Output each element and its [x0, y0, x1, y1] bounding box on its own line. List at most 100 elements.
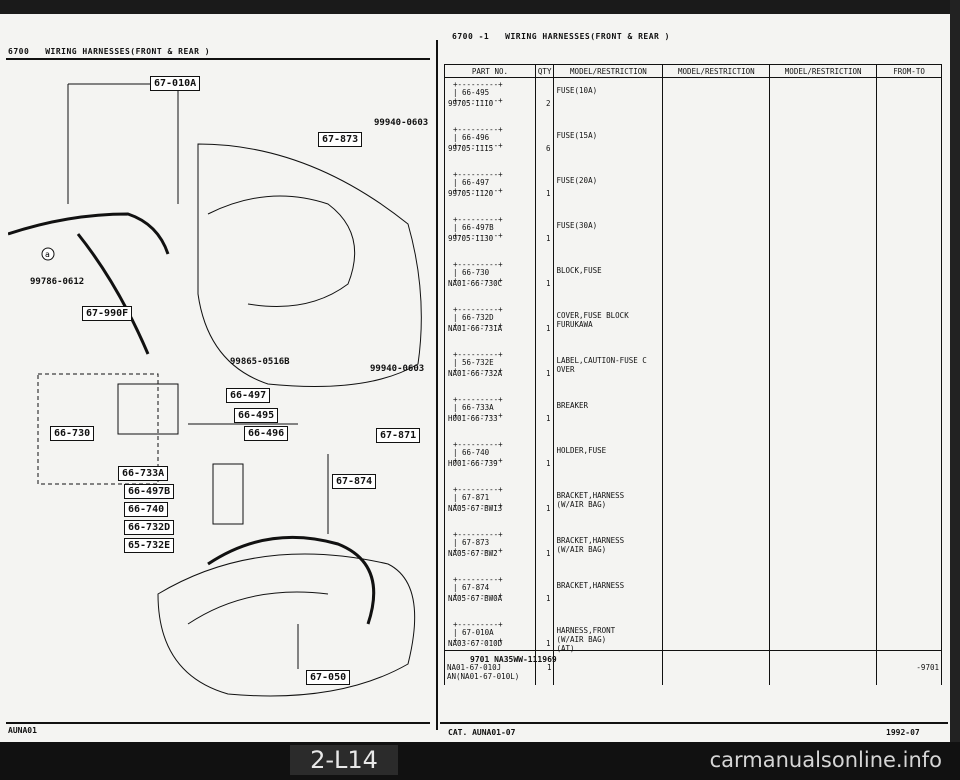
- right-header-title: WIRING HARNESSES(FRONT & REAR ): [505, 32, 670, 41]
- row-part-no: NA05-67-BW0A: [448, 594, 503, 603]
- last-part-alt: AN(NA01-67-010L): [447, 672, 520, 681]
- row-ref: 66-740: [462, 448, 490, 457]
- row-ref: 56-732E: [462, 358, 494, 367]
- row-ref-box: +---------+ | 56-732E +---------+: [453, 350, 503, 375]
- row-part-no: 99705-1110: [448, 99, 494, 108]
- row-qty: 6: [545, 144, 551, 153]
- row-part-no: H001-66-739: [448, 459, 498, 468]
- callout-67-990f: 67-990F: [82, 306, 133, 321]
- col-model-2: MODEL/RESTRICTION: [662, 64, 771, 78]
- table-row: +---------+ | 67-874 +---------+NA05-67-…: [444, 573, 942, 618]
- last-part-no: NA01-67-010J: [447, 663, 502, 672]
- row-ref-box: +---------+ | 66-730 +---------+: [453, 260, 503, 285]
- table-row: +---------+ | 66-497B +---------+99705-1…: [444, 213, 942, 258]
- row-ref: 66-732D: [462, 313, 494, 322]
- callout-67-010a: 67-010A: [150, 76, 201, 91]
- row-part-no: NA01-66-732A: [448, 369, 503, 378]
- left-header-code: 6700: [8, 47, 30, 56]
- table-end-rule: [444, 650, 942, 651]
- col-part-no: PART NO.: [444, 64, 536, 78]
- car-front-outline: [197, 143, 422, 387]
- row-desc-line: BLOCK,FUSE: [556, 266, 602, 275]
- footer-catalog: CAT. AUNA01-07: [448, 728, 516, 737]
- last-qty: 1: [546, 663, 552, 672]
- fuse-block-shape: [117, 383, 179, 435]
- row-desc-line: BRACKET,HARNESS: [556, 536, 625, 545]
- row-ref: 67-873: [462, 538, 490, 547]
- row-ref: 66-497: [462, 178, 490, 187]
- row-ref-box: +---------+ | 67-010A +---------+: [453, 620, 503, 645]
- row-part-no: NA01-66-730C: [448, 279, 503, 288]
- row-desc-line: FURUKAWA: [556, 320, 593, 329]
- row-desc-line: BRACKET,HARNESS: [556, 581, 625, 590]
- col-model-1: MODEL/RESTRICTION: [553, 64, 664, 78]
- exploded-diagram: a: [8, 83, 422, 697]
- scan-edge-right: [950, 0, 960, 780]
- callout-67-873: 67-873: [318, 132, 363, 147]
- last-from-to: -9701: [916, 663, 939, 672]
- row-ref-box: +---------+ | 67-873 +---------+: [453, 530, 503, 555]
- row-qty: 2: [545, 99, 551, 108]
- row-desc-line: (W/AIR BAG): [556, 635, 607, 644]
- watermark-text: carmanualsonline.info: [709, 748, 942, 772]
- left-header-title: WIRING HARNESSES(FRONT & REAR ): [45, 47, 211, 56]
- table-row: +---------+ | 67-873 +---------+NA05-67-…: [444, 528, 942, 573]
- row-ref: 67-010A: [462, 628, 494, 637]
- row-qty: 1: [545, 414, 551, 423]
- row-qty: 1: [545, 549, 551, 558]
- car-rear-outline: [157, 553, 416, 697]
- row-qty: 1: [545, 324, 551, 333]
- row-ref-box: +---------+ | 66-733A +---------+: [453, 395, 503, 420]
- partno-99865-0516b: 99865-0516B: [230, 357, 290, 367]
- row-desc-line: COVER,FUSE BLOCK: [556, 311, 629, 320]
- table-row: +---------+ | 66-497 +---------+99705-11…: [444, 168, 942, 213]
- engine-bay-outline: [207, 195, 356, 307]
- scan-edge-top: [0, 0, 960, 14]
- row-ref-box: +---------+ | 66-497B +---------+: [453, 215, 503, 240]
- table-row: +---------+ | 66-733A +---------+H001-66…: [444, 393, 942, 438]
- row-ref: 67-871: [462, 493, 490, 502]
- callout-65-732e: 65-732E: [124, 538, 175, 553]
- row-qty: 1: [545, 459, 551, 468]
- center-divider: [436, 40, 438, 730]
- rear-harness-main: [207, 535, 376, 625]
- table-end-note: 9701 NA35WW-111969: [470, 655, 557, 664]
- footer-year: 1992-07: [886, 728, 920, 737]
- row-ref-box: +---------+ | 67-871 +---------+: [453, 485, 503, 510]
- row-desc-line: LABEL,CAUTION-FUSE C: [556, 356, 647, 365]
- col-qty: QTY: [534, 64, 555, 78]
- callout-66-497b: 66-497B: [124, 484, 175, 499]
- fuse-block-frame: [37, 373, 159, 485]
- row-ref-box: +---------+ | 66-496 +---------+: [453, 125, 503, 150]
- callout-67-874: 67-874: [332, 474, 377, 489]
- scan-edge-bottom: [0, 742, 960, 780]
- row-part-no: H001-66-733: [448, 414, 498, 423]
- callout-66-740: 66-740: [124, 502, 169, 517]
- parts-table: PART NO. QTY MODEL/RESTRICTION MODEL/RES…: [444, 64, 942, 685]
- partno-99940-0603-top: 99940-0603: [374, 118, 429, 128]
- row-ref: 66-495: [462, 88, 490, 97]
- row-part-no: NA03-67-010D: [448, 639, 503, 648]
- left-header: 6700 WIRING HARNESSES(FRONT & REAR ): [8, 47, 210, 56]
- row-part-no: 99705-1115: [448, 144, 494, 153]
- row-desc-line: BREAKER: [556, 401, 589, 410]
- table-row: +---------+ | 67-871 +---------+NA05-67-…: [444, 483, 942, 528]
- row-desc-line: FUSE(10A): [556, 86, 598, 95]
- row-ref: 66-496: [462, 133, 490, 142]
- callout-66-496: 66-496: [244, 426, 289, 441]
- row-ref-box: +---------+ | 66-495 +---------+: [453, 80, 503, 105]
- row-ref: 66-730: [462, 268, 490, 277]
- row-part-no: NA01-66-731A: [448, 324, 503, 333]
- cover-shape: [212, 463, 244, 525]
- row-desc-line: OVER: [556, 365, 575, 374]
- row-qty: 1: [545, 594, 551, 603]
- circle-mark-label: a: [45, 250, 50, 259]
- table-row: +---------+ | 67-010A +---------+NA03-67…: [444, 618, 942, 663]
- row-qty: 1: [545, 189, 551, 198]
- row-part-no: NA05-67-BW2: [448, 549, 498, 558]
- page-number-badge: 2-L14: [290, 745, 398, 775]
- row-desc-line: HARNESS,FRONT: [556, 626, 616, 635]
- circle-mark-icon: [41, 247, 55, 261]
- table-row: +---------+ | 66-496 +---------+99705-11…: [444, 123, 942, 168]
